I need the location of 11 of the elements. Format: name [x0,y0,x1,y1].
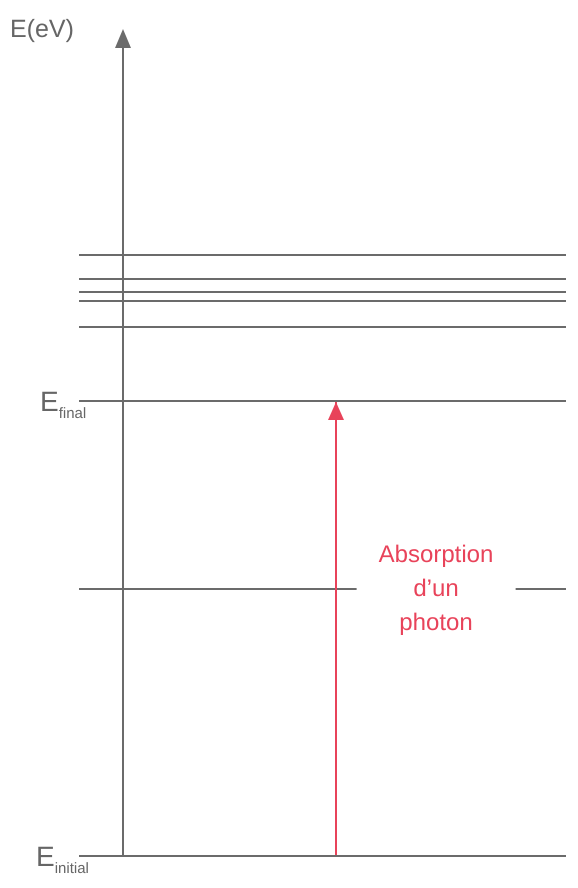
energy-level-line [79,326,566,328]
energy-level-line [79,400,566,402]
energy-level-label: E$_{final}$ [40,388,86,421]
energy-level-line [79,300,566,302]
energy-level-line [79,855,566,857]
energy-level-line [79,254,566,256]
energy-level-line [79,291,566,293]
energy-level-line [79,278,566,280]
arrow [328,402,344,855]
energy-level-label: E$_{initial}$ [36,843,89,876]
axis-label: E(eV) [10,17,74,42]
